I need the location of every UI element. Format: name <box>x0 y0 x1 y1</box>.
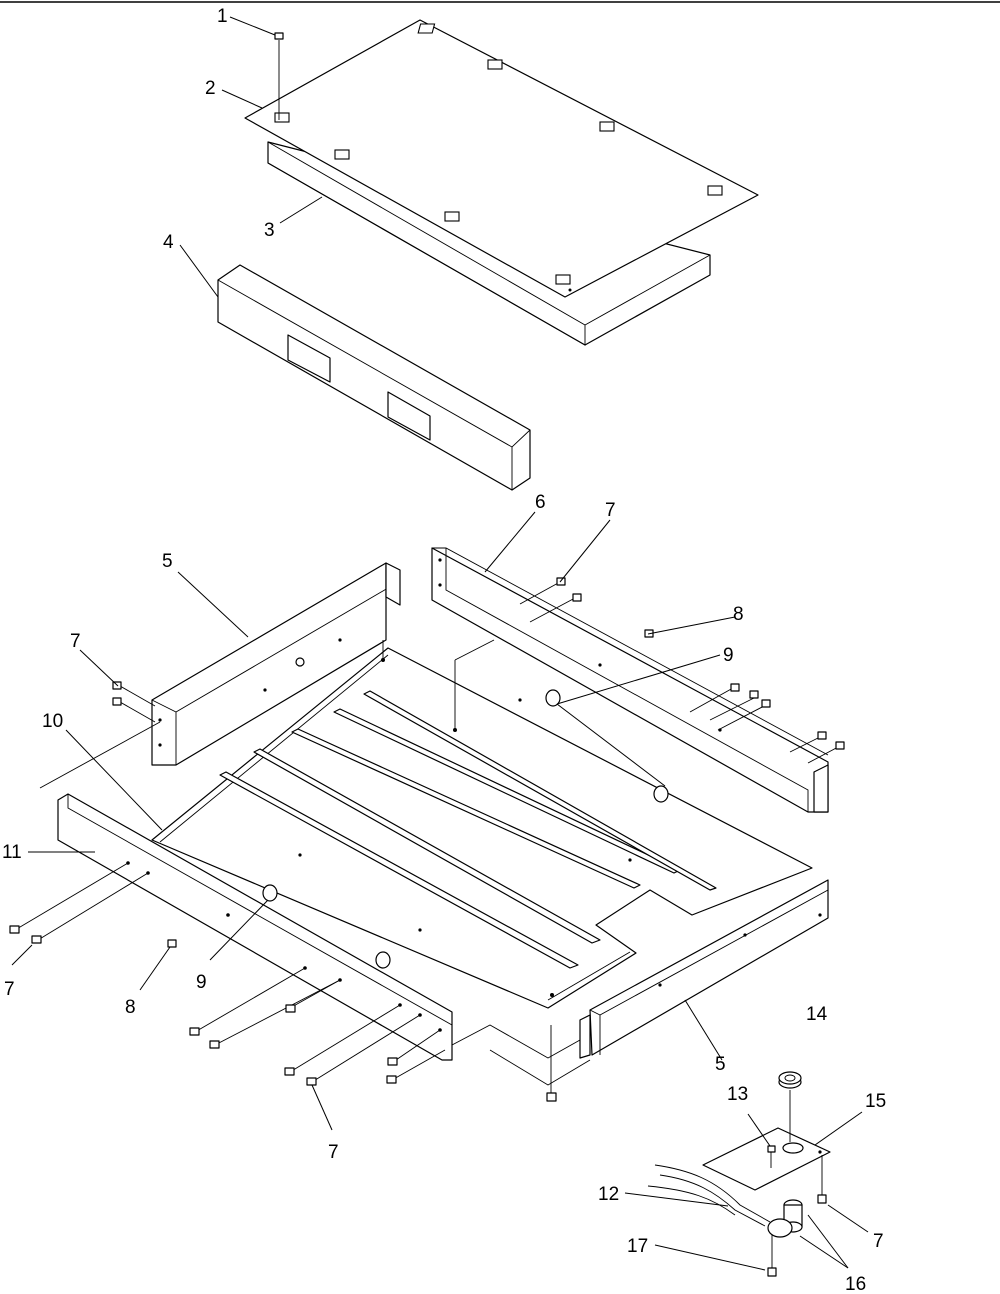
part-6-right-side-rail <box>431 547 829 813</box>
callout-7b: 7 <box>70 631 81 652</box>
screw-icon <box>112 697 122 706</box>
part-17-screw <box>767 1235 777 1277</box>
callout-1: 1 <box>217 6 228 27</box>
part-1-screw <box>274 32 284 120</box>
screw-icon <box>31 935 42 944</box>
cable-clip-icon <box>375 951 391 969</box>
cable-clips <box>262 689 669 969</box>
callout-12: 12 <box>598 1184 619 1205</box>
callout-7e: 7 <box>873 1231 884 1252</box>
callout-13: 13 <box>727 1084 748 1105</box>
screw-icon <box>387 1057 398 1066</box>
callout-9b: 9 <box>196 972 207 993</box>
screw-icon <box>749 690 759 699</box>
screw-icon <box>572 593 582 602</box>
callout-8b: 8 <box>125 997 136 1018</box>
screw-icon <box>386 1075 397 1084</box>
callout-10: 10 <box>42 711 63 732</box>
nut-icon <box>778 1071 802 1089</box>
callout-15: 15 <box>865 1091 886 1112</box>
part-5-right-front-rail <box>579 879 829 1059</box>
part-14-nut <box>778 1071 802 1142</box>
part-7-screw-lower <box>817 1155 827 1204</box>
cable-clip-icon <box>545 689 561 707</box>
part-11-front-rail <box>57 793 453 1061</box>
part-2-top-panel <box>244 19 759 298</box>
leader-lines <box>11 16 869 1271</box>
callout-labels: 1 2 3 4 5 5 6 7 7 7 7 7 8 8 9 9 10 11 12… <box>2 6 886 1294</box>
screw-icon <box>306 1077 317 1086</box>
screw-explode-lines <box>14 581 841 1095</box>
assembly-guide-line <box>451 1024 581 1059</box>
screw-icon <box>167 939 177 948</box>
callout-16: 16 <box>845 1274 866 1294</box>
screw-icon <box>835 741 845 750</box>
screw-icon <box>285 1004 296 1013</box>
part-4-front-block <box>217 264 531 491</box>
callout-7d: 7 <box>328 1142 339 1163</box>
screw-icon <box>817 731 827 740</box>
assembly-guide-line-2 <box>39 721 161 789</box>
assembly-guide-line-3 <box>489 1049 591 1086</box>
part-16-grommet <box>767 1199 803 1238</box>
screw-icon <box>9 925 20 934</box>
callout-3: 3 <box>264 220 275 241</box>
screws <box>9 577 845 1102</box>
callout-5a: 5 <box>162 551 173 572</box>
callout-5b: 5 <box>715 1054 726 1075</box>
part-12-hose <box>647 1164 771 1227</box>
part-13-screw <box>767 1145 776 1168</box>
callout-17: 17 <box>627 1236 648 1257</box>
screw-icon <box>730 683 740 692</box>
part-5-left-side-rail <box>151 562 401 766</box>
screw-icon <box>761 699 771 708</box>
callout-7a: 7 <box>605 500 616 521</box>
screw-icon <box>284 1067 295 1076</box>
callout-6: 6 <box>535 492 546 513</box>
callout-14: 14 <box>806 1004 828 1025</box>
callout-4: 4 <box>163 232 174 253</box>
callout-9a: 9 <box>723 645 734 666</box>
part-10-base-pan <box>151 647 813 1009</box>
base-pan-ribs <box>219 690 717 969</box>
callout-11: 11 <box>2 842 22 863</box>
callout-7c: 7 <box>4 979 15 1000</box>
screw-icon <box>209 1040 220 1049</box>
cable-clip-icon <box>653 785 669 803</box>
part-15-mounting-plate <box>702 1127 831 1191</box>
screw-icon <box>546 1092 557 1102</box>
callout-2: 2 <box>205 78 216 99</box>
callout-8a: 8 <box>733 604 744 625</box>
cable-clip-icon <box>262 884 278 902</box>
screw-icon <box>189 1027 200 1036</box>
